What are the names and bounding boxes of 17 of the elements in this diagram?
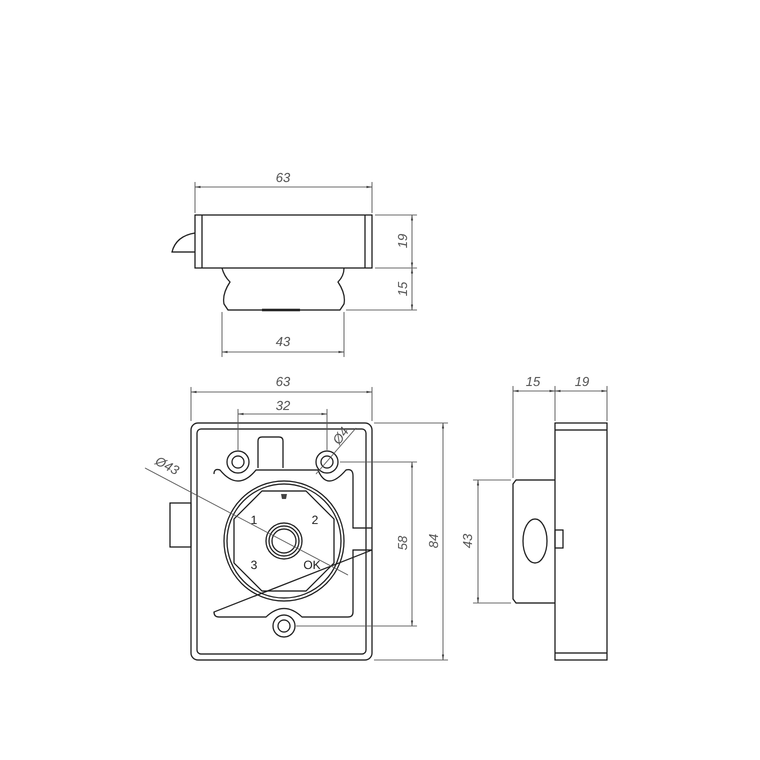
dimension-label: 15 (526, 375, 540, 389)
keypad-label: OK (303, 558, 321, 572)
dimension-label: 63 (276, 375, 290, 389)
dimension-label: 15 (396, 282, 410, 296)
dimension-label: Ø43 (152, 454, 182, 478)
dimension-label: 84 (427, 534, 441, 548)
dimension-label: 32 (276, 399, 290, 413)
dimension-label: 63 (276, 171, 290, 185)
dimension-label: 43 (461, 534, 475, 548)
dimension-label: 19 (396, 234, 410, 248)
keypad-label: 3 (250, 558, 258, 572)
keypad-label: 2 (312, 513, 318, 527)
dimension-label: Ø4 (330, 424, 352, 448)
dimension-label: 43 (276, 335, 290, 349)
dimension-label: 58 (396, 536, 410, 550)
keypad-label: 1 (250, 513, 258, 527)
dimension-label: 19 (574, 375, 590, 389)
